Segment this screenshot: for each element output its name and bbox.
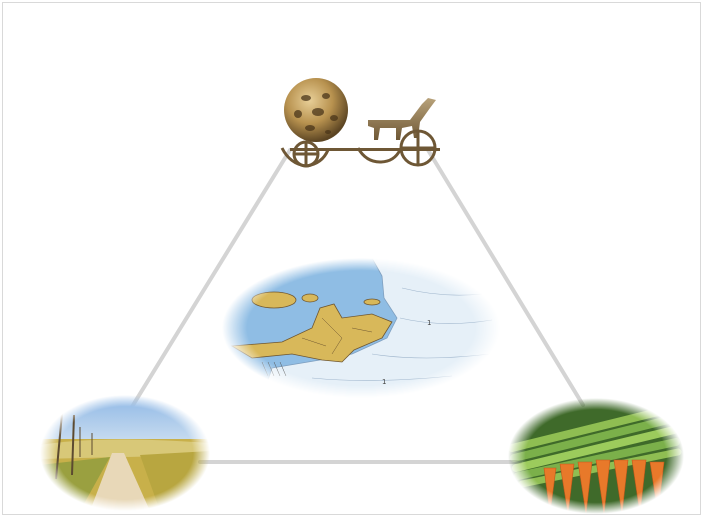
map-label-1: 1: [427, 319, 431, 327]
vegetables-image: [508, 398, 684, 514]
sun-chariot-image: [270, 78, 450, 173]
landscape-image: [40, 395, 210, 511]
map-label-2: 1: [382, 378, 386, 386]
coastline-map-image: 1 1: [222, 258, 500, 398]
